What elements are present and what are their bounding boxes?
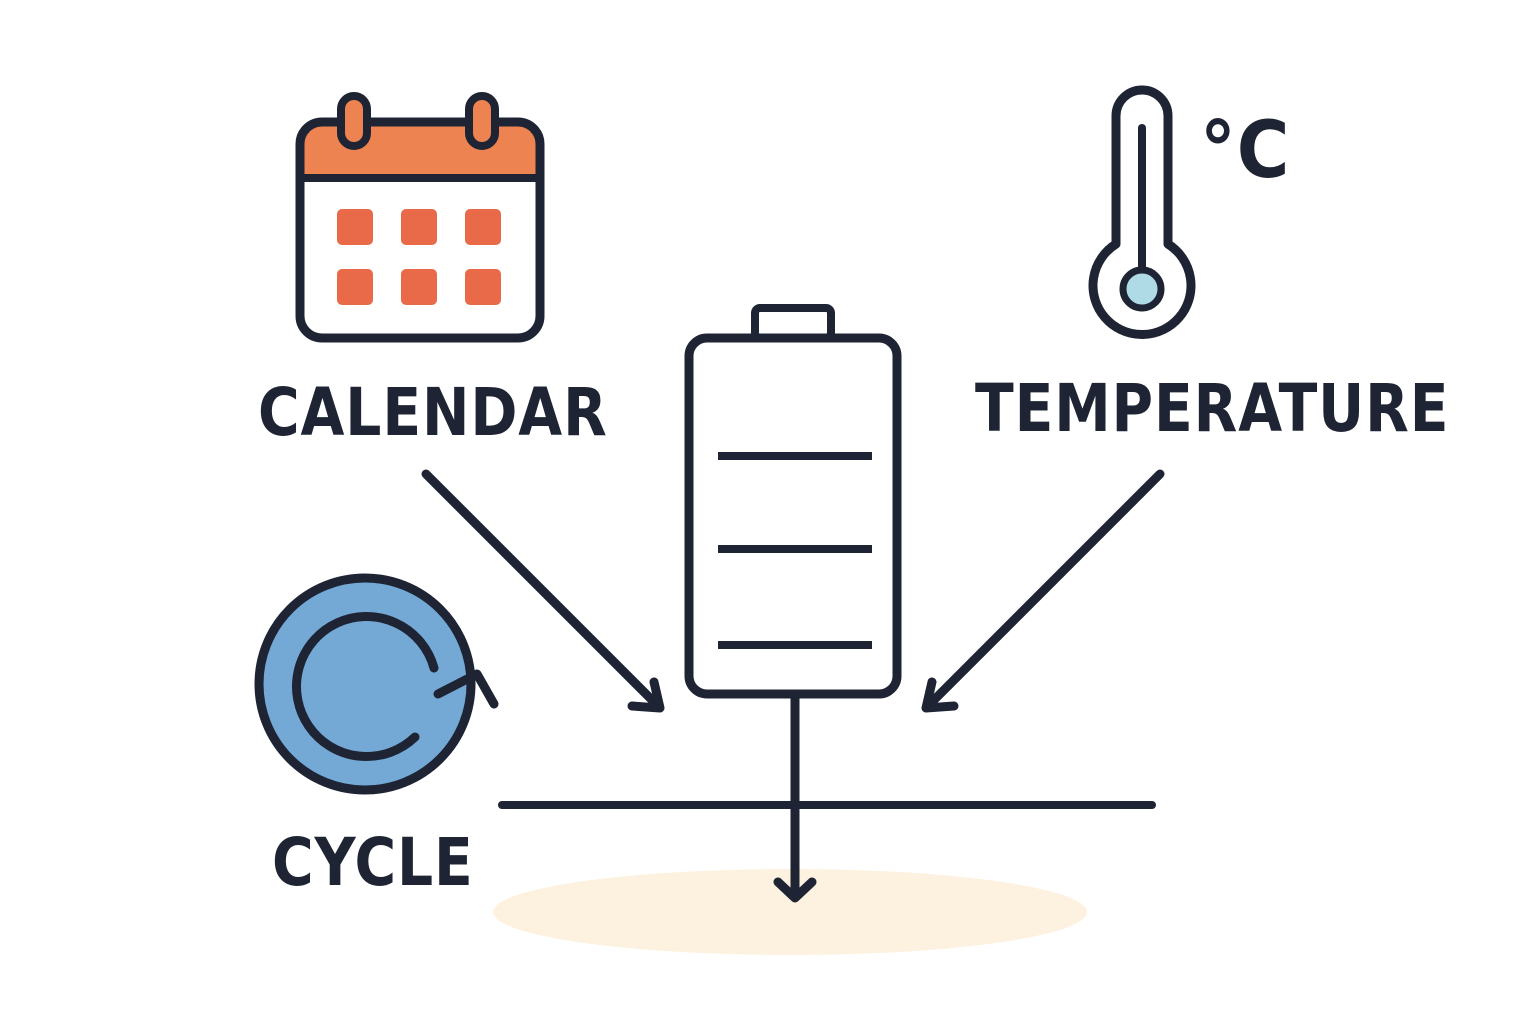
calendar-icon: [295, 92, 545, 343]
ground-shadow: [493, 869, 1087, 955]
temperature-label: TEMPERATURE: [975, 370, 1450, 447]
cycle-icon: [254, 573, 499, 795]
celsius-unit-label: °C: [1200, 106, 1291, 196]
calendar-label: CALENDAR: [258, 374, 608, 451]
battery-icon: [684, 304, 902, 699]
temperature-arrow: [921, 469, 1165, 713]
battery-down-arrow: [773, 689, 817, 903]
thermometer-icon: [1088, 85, 1196, 340]
calendar-arrow: [421, 469, 665, 713]
cycle-label: CYCLE: [272, 824, 474, 901]
